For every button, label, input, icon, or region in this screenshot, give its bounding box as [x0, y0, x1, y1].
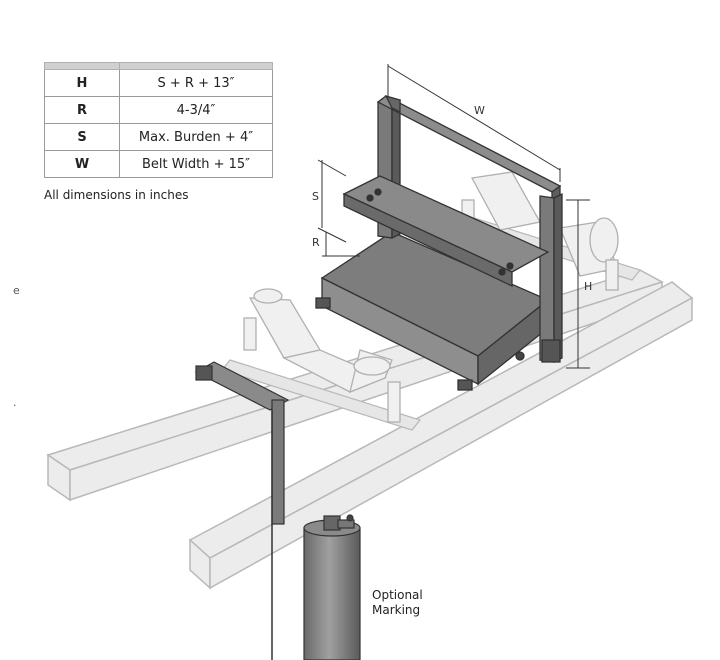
table-row-r: R 4-3/4″ [44, 96, 273, 124]
weigh-bridge [342, 175, 550, 288]
dim-value: Max. Burden + 4″ [119, 123, 273, 151]
idler-set-lower [243, 288, 401, 423]
dimension-label-w: W [474, 104, 485, 117]
dimension-label-r: R [312, 236, 320, 249]
table-row-w: W Belt Width + 15″ [44, 150, 273, 178]
dimensions-footnote: All dimensions in inches [44, 188, 189, 202]
dimension-label-s: S [312, 190, 319, 203]
dim-key: W [44, 150, 120, 178]
dim-value: S + R + 13″ [119, 69, 273, 97]
dim-value: Belt Width + 15″ [119, 150, 273, 178]
side-mark-upper: e [13, 284, 20, 297]
marking-cylinder [303, 514, 361, 660]
dimension-lines [317, 64, 590, 369]
side-mark-lower: . [13, 396, 17, 409]
table-row-h: H S + R + 13″ [44, 69, 273, 97]
speed-sensor-arm [194, 361, 290, 660]
dimensions-table: H S + R + 13″ R 4-3/4″ S Max. Burden + 4… [44, 62, 273, 178]
dimension-label-h: H [584, 280, 592, 293]
optional-marking-label: Optional Marking [372, 588, 423, 617]
